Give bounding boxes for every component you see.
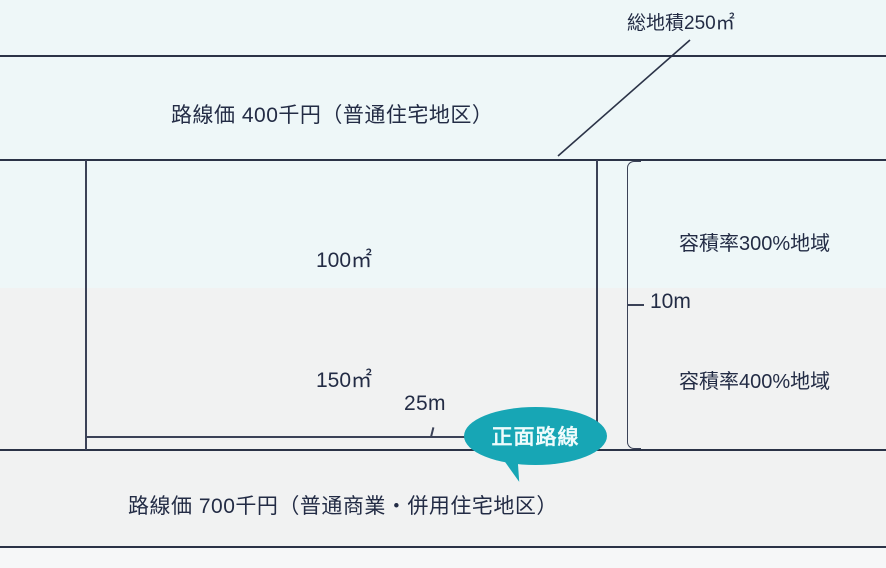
zone-400-band bbox=[0, 288, 886, 450]
total-area-label: 総地積250㎡ bbox=[627, 13, 735, 34]
south-road-bottom-edge-line bbox=[0, 546, 886, 548]
bottom-strip-band bbox=[0, 547, 886, 568]
parcel-depth-label: 10m bbox=[650, 290, 691, 313]
front-road-callout-bubble bbox=[464, 407, 607, 465]
north-road-upper-band bbox=[0, 0, 886, 56]
south-road-top-edge-line bbox=[0, 449, 886, 451]
zone-300-far-label: 容積率300%地域 bbox=[679, 233, 831, 255]
front-road-callout-label: 正面路線 bbox=[491, 426, 580, 449]
zone-300-band bbox=[0, 160, 886, 288]
north-road-price-label: 路線価 400千円（普通住宅地区） bbox=[171, 104, 494, 127]
parcel-depth-dimension-tick bbox=[628, 304, 644, 306]
parcel-width-label: 25m bbox=[404, 392, 446, 415]
north-road-top-edge-line bbox=[0, 55, 886, 57]
north-road-band bbox=[0, 56, 886, 160]
lower-parcel-area-label: 150㎡ bbox=[316, 369, 373, 392]
north-road-bottom-edge-line bbox=[0, 159, 886, 161]
parcel-depth-dimension-bracket bbox=[627, 161, 641, 449]
parcel-width-dimension-line bbox=[86, 436, 597, 438]
parcel-left-boundary-line bbox=[85, 160, 87, 450]
upper-parcel-area-label: 100㎡ bbox=[316, 249, 373, 272]
south-road-price-label: 路線価 700千円（普通商業・併用住宅地区） bbox=[128, 495, 558, 518]
parcel-right-boundary-line bbox=[596, 160, 598, 450]
front-road-callout: 正面路線 bbox=[464, 407, 607, 485]
zone-400-far-label: 容積率400%地域 bbox=[679, 371, 831, 393]
south-road-band bbox=[0, 450, 886, 547]
